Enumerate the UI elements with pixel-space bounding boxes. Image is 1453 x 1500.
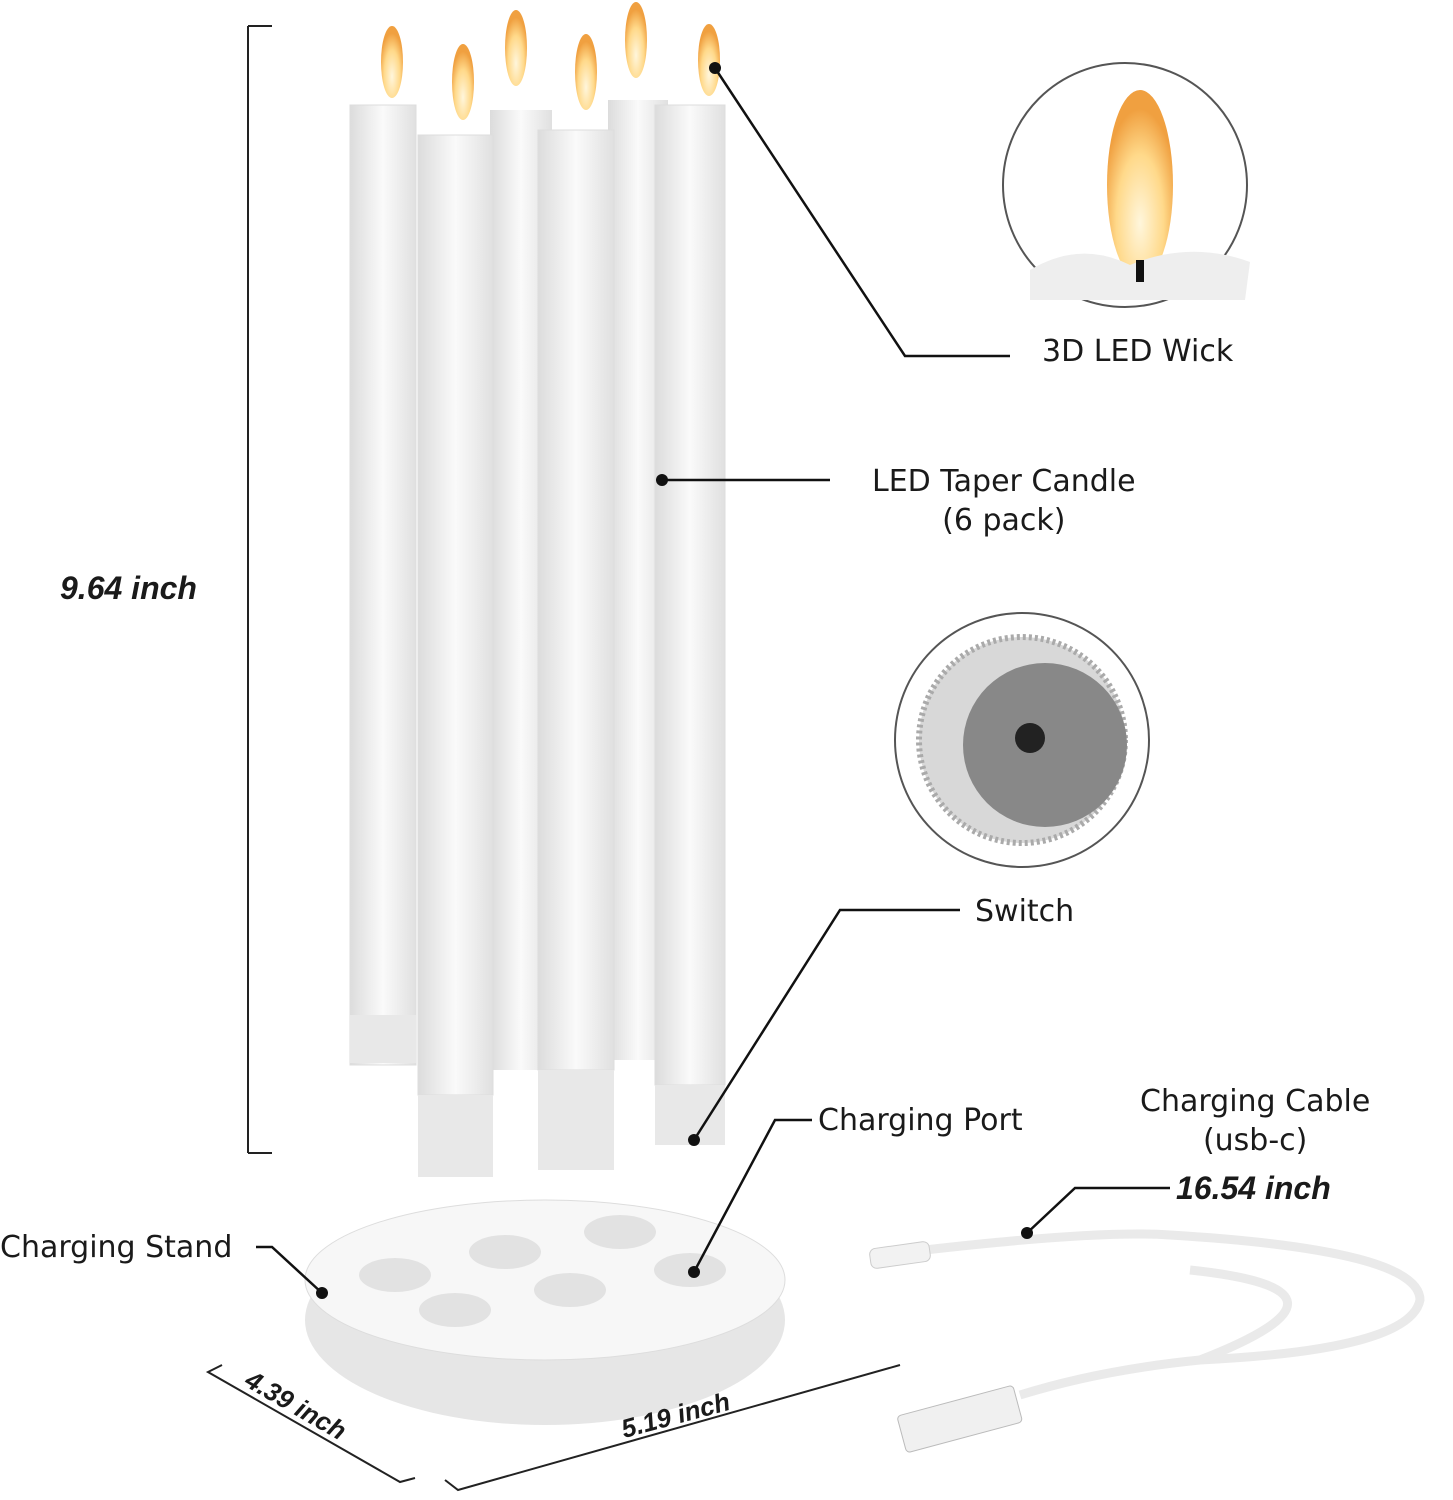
label-candle-line1: LED Taper Candle (872, 464, 1136, 499)
label-candle: LED Taper Candle (6 pack) (872, 462, 1136, 540)
charging-cable (869, 1229, 1425, 1453)
label-cable-line1: Charging Cable (1140, 1084, 1371, 1119)
charging-stand (304, 1199, 786, 1425)
height-dimension-bracket (247, 25, 272, 1154)
dimension-cable-length: 16.54 inch (1176, 1170, 1331, 1206)
label-charging-stand: Charging Stand (0, 1230, 233, 1265)
label-charging-port: Charging Port (818, 1103, 1023, 1138)
label-switch: Switch (975, 894, 1075, 929)
candles (349, 2, 726, 1177)
dimension-height: 9.64 inch (60, 570, 197, 606)
label-wick: 3D LED Wick (1042, 334, 1234, 369)
label-candle-line2: (6 pack) (942, 503, 1066, 538)
label-cable-line2: (usb-c) (1202, 1123, 1308, 1158)
label-cable: Charging Cable (usb-c) (1140, 1082, 1370, 1160)
